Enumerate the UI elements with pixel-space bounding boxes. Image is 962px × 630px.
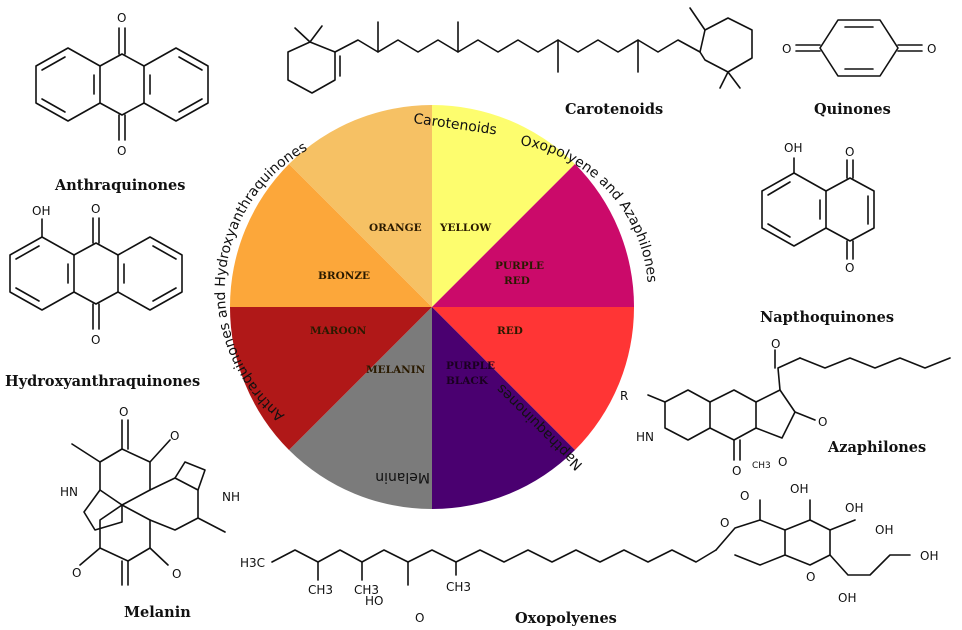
sector-label-purple-red-line2: RED bbox=[504, 275, 530, 287]
structure-napthoquinone: OH O O bbox=[761, 141, 875, 275]
atom-methyl: CH3 bbox=[446, 580, 471, 594]
structure-quinone: O O bbox=[782, 19, 936, 77]
atom-methyl: CH3 bbox=[752, 461, 771, 471]
structure-hydroxyanthraquinone: OH O O bbox=[9, 202, 183, 347]
atom-r-group: R bbox=[620, 389, 628, 403]
wheel-sector-maroon bbox=[229, 307, 432, 450]
sector-label-purple-black: PURPLE BLACK bbox=[446, 360, 499, 387]
wheel-sector-purple-red bbox=[432, 164, 635, 307]
atom-oxygen: O bbox=[172, 567, 181, 581]
atom-oxygen: O bbox=[845, 145, 854, 159]
sector-label-yellow: YELLOW bbox=[439, 222, 491, 234]
caption-napthoquinones: Napthoquinones bbox=[760, 309, 894, 326]
structure-melanin: O O HN NH O O bbox=[60, 405, 240, 586]
atom-hydroxyl: OH bbox=[790, 482, 808, 496]
atom-oxygen: O bbox=[119, 405, 128, 419]
wheel-sector-red bbox=[432, 307, 635, 450]
atom-oxygen: O bbox=[732, 464, 741, 478]
atom-oxygen: O bbox=[91, 202, 100, 216]
caption-melanin: Melanin bbox=[124, 604, 191, 621]
sector-label-purple-black-line1: PURPLE bbox=[446, 360, 495, 372]
wheel-sector-melanin bbox=[289, 307, 432, 510]
atom-hydroxyl: OH bbox=[32, 204, 50, 218]
sector-label-orange: ORANGE bbox=[369, 222, 422, 234]
sector-label-melanin: MELANIN bbox=[366, 364, 426, 376]
structure-oxopolyene: H3C CH3 CH3 HO O CH3 O O OH OH O OH OH O… bbox=[240, 482, 938, 625]
atom-hydroxyl: OH bbox=[784, 141, 802, 155]
caption-anthraquinones: Anthraquinones bbox=[54, 177, 185, 194]
caption-quinones: Quinones bbox=[814, 101, 891, 118]
color-wheel: ORANGE YELLOW BRONZE PURPLE RED MAROON R… bbox=[213, 104, 660, 510]
atom-hydroxyl: OH bbox=[920, 549, 938, 563]
sector-label-maroon: MAROON bbox=[310, 325, 367, 337]
atom-oxygen: O bbox=[720, 516, 729, 530]
atom-methyl: H3C bbox=[240, 556, 265, 570]
sector-label-purple-red: PURPLE RED bbox=[495, 260, 548, 287]
structure-carotenoid bbox=[287, 7, 753, 94]
caption-hydroxyanthraquinones: Hydroxyanthraquinones bbox=[5, 373, 200, 390]
wheel-sector-yellow bbox=[432, 104, 575, 308]
wheel-arc-label-melanin: Melanin bbox=[375, 469, 430, 485]
sector-label-purple-black-line2: BLACK bbox=[446, 375, 489, 387]
structure-anthraquinone: O O bbox=[35, 11, 209, 158]
wheel-sector-bronze bbox=[229, 164, 432, 307]
atom-hydroxyl: HO bbox=[365, 594, 383, 608]
atom-oxygen: O bbox=[806, 570, 815, 584]
atom-oxygen: O bbox=[740, 489, 749, 503]
caption-azaphilones: Azaphilones bbox=[827, 439, 926, 456]
atom-oxygen: O bbox=[771, 337, 780, 351]
atom-oxygen: O bbox=[778, 455, 787, 469]
atom-oxygen: O bbox=[415, 611, 424, 625]
atom-oxygen: O bbox=[91, 333, 100, 347]
atom-oxygen: O bbox=[170, 429, 179, 443]
atom-oxygen: O bbox=[72, 566, 81, 580]
atom-methyl: CH3 bbox=[354, 583, 379, 597]
atom-oxygen: O bbox=[782, 42, 791, 56]
atom-oxygen: O bbox=[117, 11, 126, 25]
atom-hydroxyl: OH bbox=[875, 523, 893, 537]
atom-nh: NH bbox=[222, 490, 240, 504]
atom-oxygen: O bbox=[845, 261, 854, 275]
sector-label-bronze: BRONZE bbox=[318, 270, 370, 282]
atom-nh: HN bbox=[636, 430, 654, 444]
atom-oxygen: O bbox=[117, 144, 126, 158]
sector-label-purple-red-line1: PURPLE bbox=[495, 260, 544, 272]
atom-oxygen: O bbox=[927, 42, 936, 56]
caption-carotenoids: Carotenoids bbox=[565, 101, 663, 118]
sector-label-red: RED bbox=[497, 325, 523, 337]
atom-oxygen: O bbox=[818, 415, 827, 429]
caption-oxopolyenes: Oxopolyenes bbox=[515, 610, 617, 627]
structure-azaphilone: O R HN O O O CH3 bbox=[620, 337, 951, 478]
atom-hydroxyl: OH bbox=[838, 591, 856, 605]
atom-hydroxyl: OH bbox=[845, 501, 863, 515]
wheel-sector-orange bbox=[289, 104, 432, 308]
wheel-sector-purple-black bbox=[432, 307, 575, 510]
atom-nh: HN bbox=[60, 485, 78, 499]
atom-methyl: CH3 bbox=[308, 583, 333, 597]
